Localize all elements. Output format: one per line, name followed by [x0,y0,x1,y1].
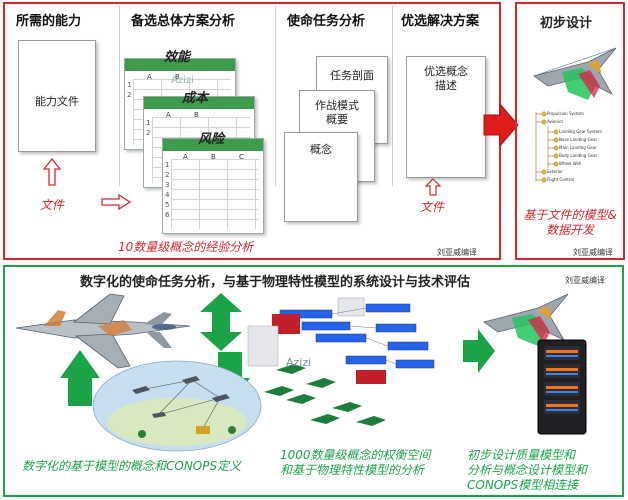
tree-label: Avionics [547,119,564,124]
sheet-col-letter: B [175,73,180,81]
tree-label: Flight Control [547,177,574,182]
file-label-right: 文件 [420,200,445,214]
sheet-col-letter: C [239,153,244,161]
tree-label: Nose Landing Gear [559,137,598,142]
signature: 刘亚威编译 [437,248,477,257]
trade-space-network [247,297,435,426]
jet-model-icon [483,293,569,346]
analysis-caption: 10数量级概念的经验分析 [118,240,254,254]
tree-label: Landing Gear System [559,129,603,134]
sheet-risk: A B C 1 2 3 4 5 6 [162,138,264,234]
jet-model-icon [533,47,617,100]
sheet-risk-title: 风险 [198,132,225,147]
tree-label: Wheel Well [559,161,582,166]
sheet-grid [171,159,259,229]
column-divider [119,6,120,186]
caption-left: 数字化的基于模型的概念和CONOPS定义 [22,459,242,473]
tree-label: Exterior [547,169,563,174]
signature: 刘亚威编译 [573,248,613,257]
up-arrow-icon [43,158,61,186]
network-watermark: Azizi [286,356,312,369]
sheet-row-number: 6 [165,211,170,219]
preliminary-design-caption: 基于文件的模型&数据开发 [523,208,617,237]
sheet-row-number: 2 [146,129,151,137]
concept-doc: 概念 [284,132,358,222]
caption-mid-line-2: 和基于物理特性模型的分析 [280,463,425,477]
sheet-col-letter: B [194,111,199,119]
sheet-col-letter: A [166,111,171,119]
tree-label: Body Landing Gear [559,153,598,158]
sheet-row-number: 1 [127,81,132,89]
sheet-titlebar [144,97,254,109]
bottom-panel-title: 数字化的使命任务分析，与基于物理特性模型的系统设计与技术评估 [80,275,471,290]
sheet-col-letter: B [211,153,216,161]
preferred-concept-label: 优选概念描述 [424,65,468,92]
concept-label: 概念 [310,143,332,156]
capability-document-label: 能力文件 [35,95,79,108]
sheet-titlebar [163,139,263,151]
up-arrow-icon [425,178,441,196]
column-header-mission: 使命任务分析 [287,14,366,29]
preliminary-design-panel [515,2,625,260]
file-label-left: 文件 [40,198,65,212]
column-header-preferred: 优选解决方案 [401,14,480,29]
caption-right-line-2: 分析与概念设计模型和 [467,463,588,477]
sheet-efficiency-title: 效能 [164,50,191,65]
caption-right-line-3: CONOPS模型相连接 [467,478,579,492]
sheet-row-number: 1 [146,119,151,127]
sheet-watermark: Azizi [171,75,194,86]
product-tree-diagram [535,111,559,183]
right-arrow-icon [101,194,131,210]
caption-mid-line-1: 1000数量级概念的权衡空间 [280,448,431,462]
sheet-row-number: 2 [165,171,170,179]
sheet-row-number: 4 [165,191,170,199]
sheet-titlebar [125,59,235,71]
up-down-arrow-icon [200,293,242,351]
caption-right-line-1: 初步设计质量模型和 [467,448,576,462]
capability-document: 能力文件 [18,40,96,152]
column-divider [275,6,276,186]
sheet-row-number: 2 [127,91,132,99]
ops-mode-label: 作战模式概要 [315,99,359,126]
sheet-col-letter: A [147,73,152,81]
mission-profile-label: 任务剖面 [330,69,374,82]
tree-label: Main Landing Gear [559,145,597,150]
sheet-cost-title: 成本 [182,91,209,106]
sheet-row-number: 3 [165,181,170,189]
right-arrow-icon [463,329,495,373]
column-header-capabilities: 所需的能力 [16,14,82,29]
fighter-jet-icon [15,293,191,369]
digital-analysis-panel [3,265,624,497]
tree-label: Propulsion System [547,111,584,116]
column-header-alternatives: 备选总体方案分析 [131,14,236,29]
sheet-col-letter: A [183,153,188,161]
conops-scene [92,360,262,452]
signature: 刘亚威编译 [565,276,605,285]
preliminary-design-title: 初步设计 [540,16,593,31]
server-icon [537,339,587,435]
big-right-arrow-icon [483,102,519,148]
column-divider [392,6,393,186]
sheet-row-number: 5 [165,201,170,209]
preferred-concept-doc: 优选概念描述 [406,56,486,178]
sheet-row-number: 1 [165,161,170,169]
